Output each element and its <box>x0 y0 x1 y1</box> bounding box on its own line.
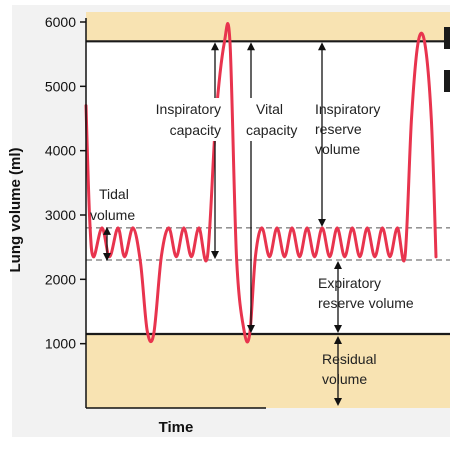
inspiratory-capacity-label-bg <box>143 98 223 141</box>
y-tick-label: 5000 <box>45 78 76 94</box>
expiratory-reserve-label-line1: Expiratory <box>318 275 381 291</box>
inspiratory-reserve-label-line1: Inspiratory <box>315 101 380 117</box>
inspiratory-capacity-label-line1: Inspiratory <box>156 101 221 117</box>
y-axis-label: Lung volume (ml) <box>7 148 24 273</box>
inspiratory-reserve-label-line3: volume <box>315 141 360 157</box>
vital-capacity-label-bg <box>236 98 308 141</box>
expiratory-reserve-label-line2: reserve volume <box>318 295 414 311</box>
tidal-label-line1: Tidal <box>99 186 129 202</box>
inspiratory-reserve-label-line2: reserve <box>315 121 362 137</box>
plot-area <box>86 41 450 335</box>
inspiratory-capacity-label-line2: capacity <box>170 122 221 138</box>
residual-label-line1: Residual <box>322 351 376 367</box>
band-residual-volume <box>86 334 450 408</box>
lung-volume-trace <box>84 22 438 344</box>
tidal-label-line2: volume <box>90 207 135 223</box>
vital-capacity-label-line2: capacity <box>246 122 297 138</box>
band-above-total-capacity <box>86 12 450 42</box>
y-tick-label: 1000 <box>45 336 76 352</box>
y-tick-label: 4000 <box>45 143 76 159</box>
residual-label-line2: volume <box>322 371 367 387</box>
vital-capacity-label-line1: Vital <box>256 101 283 117</box>
cropped-mark-top <box>444 27 450 49</box>
y-tick-label: 2000 <box>45 271 76 287</box>
x-axis-label: Time <box>159 419 194 436</box>
y-ticks: 1000 2000 3000 4000 5000 6000 <box>45 14 86 352</box>
y-tick-label: 6000 <box>45 14 76 30</box>
cropped-mark-middle <box>444 70 450 92</box>
y-tick-label: 3000 <box>45 207 76 223</box>
